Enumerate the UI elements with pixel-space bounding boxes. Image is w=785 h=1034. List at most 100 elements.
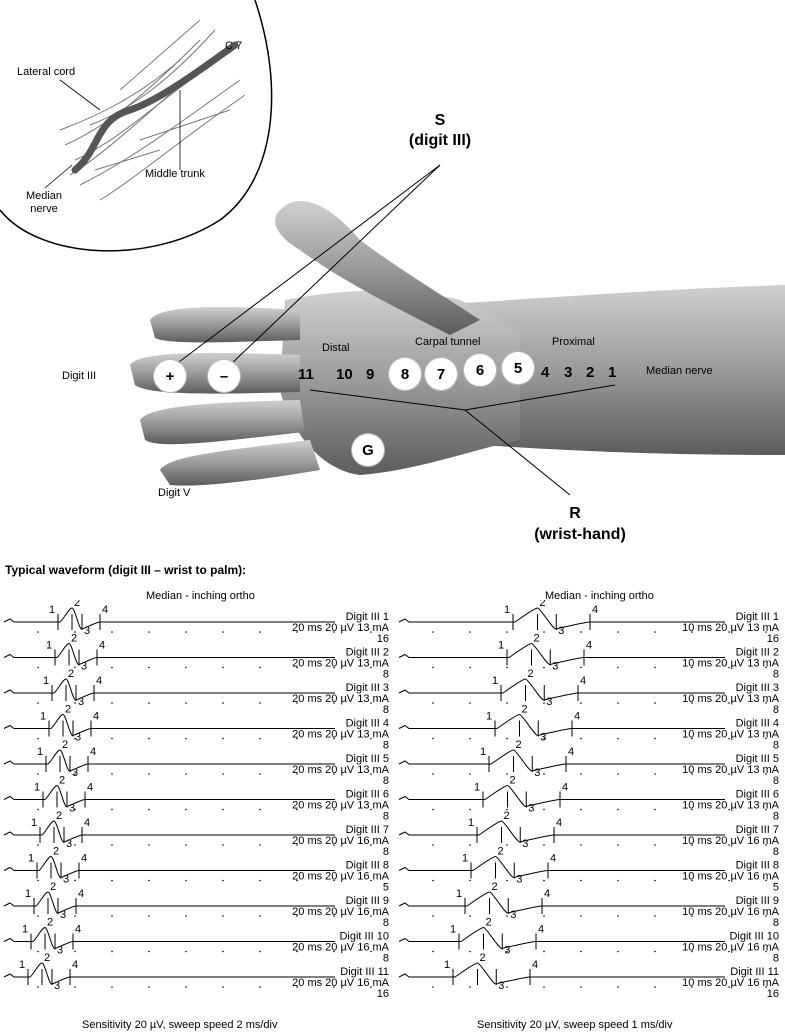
- grid-dot: [333, 631, 335, 633]
- marker-label: 4: [592, 604, 598, 616]
- grid-dot: [654, 737, 656, 740]
- trace-count: 8: [773, 740, 779, 752]
- left-panel-footer: Sensitivity 20 µV, sweep speed 2 ms/div: [82, 1019, 278, 1031]
- marker-label: 1: [40, 711, 46, 723]
- trace-line: [3, 855, 335, 879]
- trace-name: Digit III 10: [729, 931, 779, 943]
- grid-dot: [333, 950, 335, 953]
- marker-label: 3: [81, 661, 87, 673]
- trace-line: [398, 749, 725, 772]
- grid-dot: [580, 631, 582, 633]
- grid-dot: [333, 986, 335, 988]
- trace-name: Digit III 4: [736, 718, 779, 730]
- grid-dot: [580, 666, 582, 669]
- grid-dot: [37, 773, 39, 775]
- carpal-tunnel-label: Carpal tunnel: [415, 336, 481, 348]
- trace-count: 8: [773, 775, 779, 787]
- position-1: 1: [608, 364, 617, 381]
- marker-label: 2: [522, 704, 528, 716]
- grid-dot: [765, 950, 767, 953]
- grid-dot: [728, 631, 730, 633]
- grid-dot: [765, 986, 767, 988]
- stimulation-label: S: [434, 112, 446, 129]
- grid-dot: [580, 950, 582, 953]
- marker-label: 4: [87, 782, 93, 794]
- grid-dot: [74, 879, 76, 882]
- grid-dot: [469, 666, 471, 669]
- stim-cathode-electrode: –: [208, 360, 240, 392]
- marker-label: 4: [84, 817, 90, 829]
- grid-dot: [333, 879, 335, 882]
- marker-label: 1: [28, 853, 34, 865]
- grid-dot: [432, 915, 434, 917]
- trace-count: 8: [773, 917, 779, 929]
- trace-name: Digit III 8: [346, 860, 389, 872]
- marker-label: 2: [74, 600, 80, 609]
- trace-line: [398, 607, 725, 630]
- trace-name: Digit III 9: [346, 895, 389, 907]
- position-7: 7: [425, 358, 457, 390]
- grid-dot: [654, 702, 656, 704]
- grid-dot: [259, 773, 261, 775]
- grid-dot: [543, 986, 545, 988]
- grid-dot: [74, 666, 76, 669]
- digit-iii-label: Digit III: [62, 370, 97, 382]
- grid-dot: [506, 986, 508, 988]
- grid-dot: [432, 631, 434, 633]
- grid-dot: [654, 631, 656, 633]
- grid-dot: [74, 986, 76, 988]
- grid-dot: [296, 631, 298, 633]
- grid-dot: [296, 737, 298, 740]
- grid-dot: [691, 879, 693, 882]
- position-5: 5: [502, 352, 534, 384]
- grid-dot: [765, 808, 767, 811]
- grid-dot: [370, 986, 372, 988]
- marker-label: 2: [486, 917, 492, 929]
- trace-name: Digit III 8: [736, 860, 779, 872]
- grid-dot: [432, 879, 434, 882]
- grid-dot: [580, 702, 582, 704]
- grid-dot: [259, 986, 261, 988]
- grid-dot: [37, 879, 39, 882]
- marker-label: 3: [558, 625, 564, 637]
- marker-label: 2: [44, 952, 50, 964]
- grid-dot: [617, 986, 619, 988]
- grid-dot: [370, 666, 372, 669]
- marker-label: 1: [474, 782, 480, 794]
- marker-label: 2: [540, 600, 546, 609]
- marker-label: 1: [49, 604, 55, 616]
- trace-name: Digit III 2: [736, 647, 779, 659]
- grid-dot: [432, 666, 434, 669]
- trace-settings: 20 ms 20 µV 16 mA: [292, 871, 389, 883]
- inset-circle: [0, 0, 273, 252]
- grid-dot: [222, 773, 224, 775]
- grid-dot: [469, 950, 471, 953]
- left-panel-header: Median - inching ortho: [146, 590, 255, 602]
- marker-label: 2: [504, 810, 510, 822]
- grid-dot: [74, 844, 76, 846]
- grid-dot: [185, 737, 187, 740]
- lateral-cord-label: Lateral cord: [17, 66, 76, 78]
- grid-dot: [74, 773, 76, 775]
- grid-dot: [148, 773, 150, 775]
- trace-line: [3, 749, 335, 772]
- trace-count: 8: [773, 811, 779, 823]
- marker-label: 4: [81, 853, 87, 865]
- marker-label: 1: [456, 888, 462, 900]
- trace-count: 8: [383, 917, 389, 929]
- trace-settings: 20 ms 20 µV 16 mA: [292, 906, 389, 918]
- grid-dot: [432, 808, 434, 811]
- marker-label: 4: [75, 924, 81, 936]
- grid-dot: [691, 950, 693, 953]
- trace-count: 8: [773, 669, 779, 681]
- grid-dot: [37, 915, 39, 917]
- digit-v-label: Digit V: [158, 487, 191, 499]
- marker-label: 1: [444, 959, 450, 971]
- grid-dot: [728, 666, 730, 669]
- grid-dot: [469, 773, 471, 775]
- stim-anode-electrode: +: [154, 360, 186, 392]
- trace-name: Digit III 1: [346, 611, 389, 623]
- grid-dot: [296, 950, 298, 953]
- trace-count: 8: [383, 740, 389, 752]
